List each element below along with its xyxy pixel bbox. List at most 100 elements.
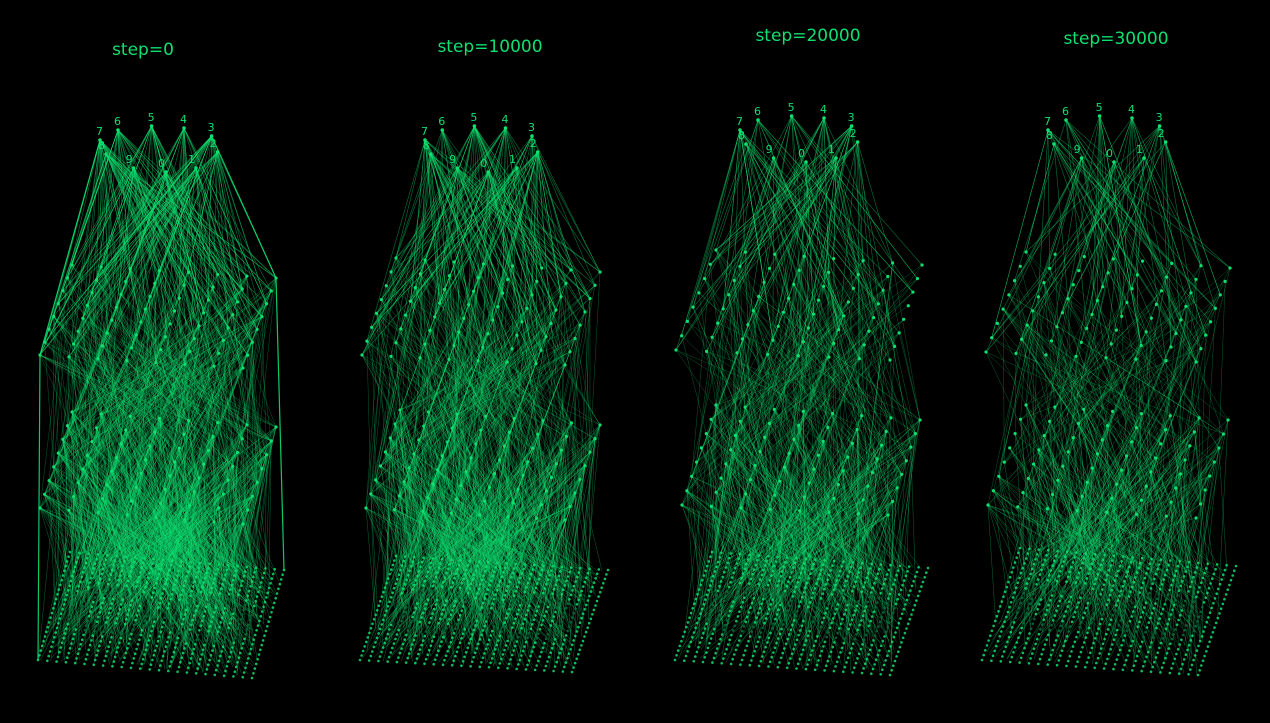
edge (82, 318, 93, 442)
edge (48, 329, 68, 426)
edge (87, 496, 253, 577)
input-node (526, 663, 529, 667)
hidden-node (539, 348, 543, 352)
edge (499, 459, 503, 566)
edge (149, 445, 276, 594)
input-node (517, 663, 520, 666)
input-node (67, 618, 71, 621)
edge (114, 475, 171, 592)
edge (131, 336, 166, 502)
input-node (79, 609, 83, 612)
edge (126, 514, 260, 625)
edge (82, 469, 110, 562)
input-node (586, 571, 590, 575)
edge (61, 496, 253, 595)
edge (131, 500, 195, 631)
input-node (540, 568, 544, 572)
edge (97, 512, 102, 612)
input-node (551, 619, 554, 623)
edge (107, 464, 204, 635)
input-node (237, 656, 241, 659)
edge (237, 303, 267, 453)
input-node (586, 599, 590, 602)
input-node (371, 650, 374, 653)
edge (131, 347, 263, 469)
edge (424, 139, 469, 305)
hidden-node (483, 499, 487, 503)
input-node (171, 559, 174, 562)
edge (96, 338, 195, 429)
edge (42, 473, 142, 646)
edge (173, 519, 186, 610)
input-node (170, 626, 173, 630)
edge (218, 507, 225, 643)
connection-lines (675, 115, 923, 672)
edge (39, 507, 155, 645)
edge (84, 427, 97, 651)
hidden-node (535, 279, 539, 283)
input-node (96, 586, 99, 590)
input-node (478, 665, 482, 669)
input-node (180, 560, 183, 563)
edge (116, 507, 219, 576)
input-node (395, 660, 399, 664)
edge (75, 443, 122, 610)
input-node (394, 582, 398, 585)
input-node (216, 567, 219, 571)
hidden-node (76, 481, 80, 485)
input-node (150, 596, 154, 599)
edge (111, 471, 174, 631)
output-node (515, 166, 519, 170)
edge (67, 310, 175, 426)
input-node (47, 621, 51, 624)
edge (97, 358, 137, 488)
edge (120, 135, 212, 295)
input-node (65, 560, 69, 563)
hidden-node (130, 346, 134, 350)
edge (97, 358, 146, 460)
edge (130, 416, 264, 615)
edge (97, 167, 197, 359)
hidden-node (481, 345, 485, 349)
edge (136, 334, 180, 449)
edge (227, 327, 234, 467)
input-node (204, 576, 207, 580)
edge (126, 436, 214, 644)
edge (100, 413, 250, 570)
edge (49, 480, 228, 578)
input-node (110, 636, 113, 639)
edge (78, 482, 258, 661)
input-node (152, 654, 156, 657)
input-node (472, 601, 476, 604)
edge (39, 507, 211, 668)
edge (154, 299, 209, 433)
input-node (493, 570, 496, 573)
edge (241, 355, 248, 439)
edge (102, 345, 200, 479)
input-node (564, 634, 568, 637)
input-node (64, 661, 68, 664)
input-node (92, 567, 95, 570)
hidden-node (85, 303, 89, 307)
edge (111, 325, 200, 472)
hidden-node (506, 515, 510, 519)
edge (67, 425, 126, 574)
input-node (417, 625, 420, 628)
input-node (182, 584, 186, 587)
input-node (159, 630, 163, 634)
edge (131, 347, 218, 423)
edge (102, 498, 141, 609)
hidden-node (168, 474, 172, 478)
input-node (426, 570, 430, 574)
input-node (360, 654, 363, 657)
input-node (434, 630, 437, 634)
input-node (480, 578, 484, 582)
edge (136, 487, 249, 675)
hidden-node (507, 430, 511, 434)
input-node (525, 586, 528, 589)
edge (62, 439, 121, 594)
edge (79, 473, 142, 576)
input-node (227, 626, 230, 630)
edge (111, 325, 200, 472)
input-node (60, 578, 63, 582)
